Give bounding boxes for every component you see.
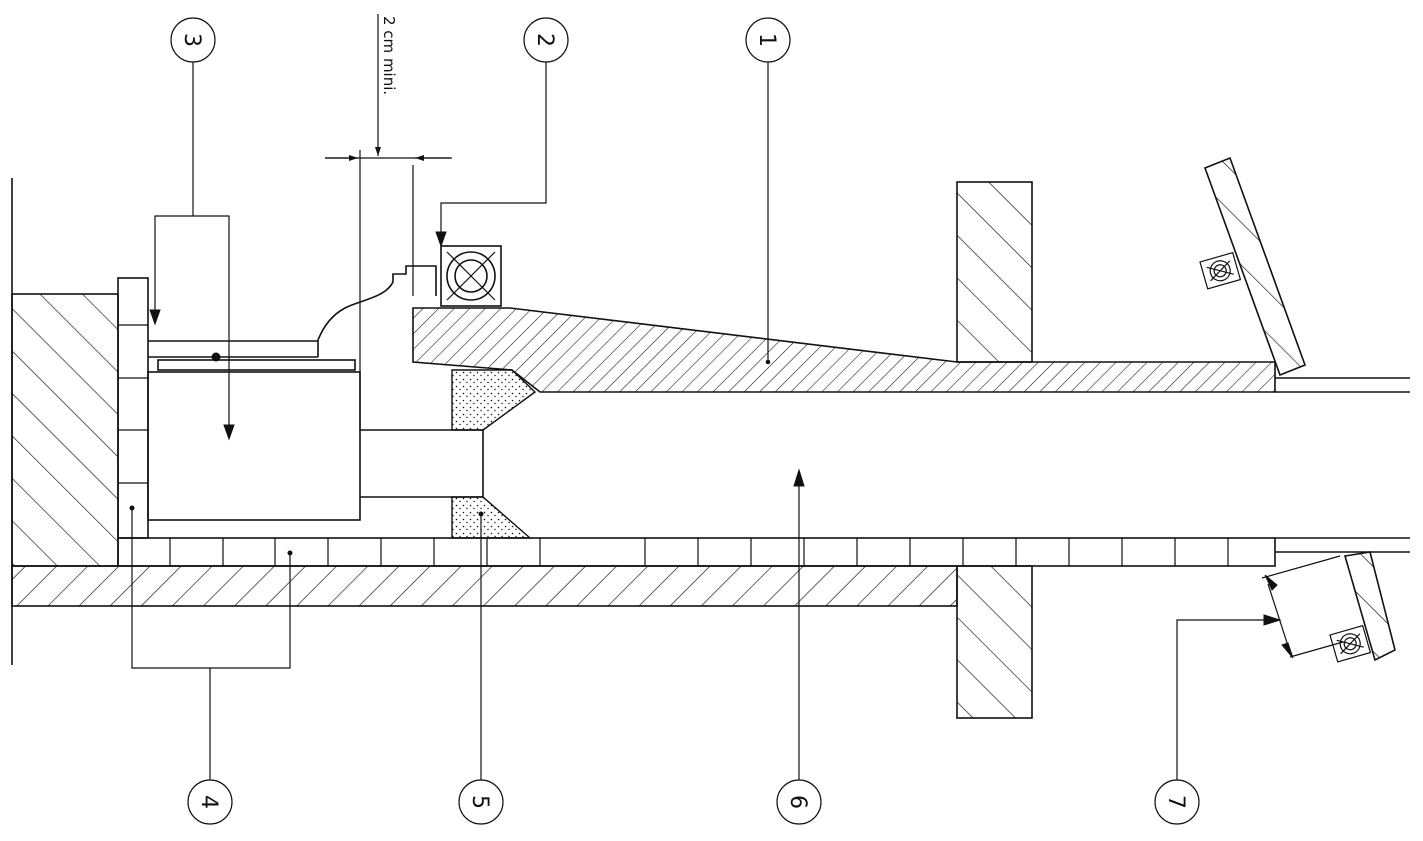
svg-text:7: 7 [1163,795,1188,809]
insulation [451,369,537,539]
callout-6: 6 [776,779,822,825]
dimension-label: 2 cm mini. [380,16,398,95]
left-brick-column [117,277,149,539]
callout-3: 3 [170,17,216,63]
firebox [147,265,484,521]
callout-2: 2 [523,17,569,63]
fan-unit [440,245,502,307]
callout-1: 1 [745,17,791,63]
svg-text:1: 1 [754,33,779,47]
svg-text:5: 5 [467,795,492,809]
svg-text:4: 4 [196,795,221,809]
callout-4: 4 [187,779,233,825]
wall-pier [956,181,1033,719]
svg-text:3: 3 [179,33,204,47]
pipe-tag-lower [1329,624,1372,663]
hood-top [412,307,1276,393]
svg-text:6: 6 [785,795,810,809]
callout-7: 7 [1154,779,1200,825]
svg-text:2: 2 [532,33,557,47]
callout-5: 5 [458,779,504,825]
flue-pipe [1203,156,1410,662]
pipe-tag-upper [1199,251,1242,290]
leader-lines [129,62,1344,780]
dimension-2cm: 2 cm mini. [325,14,452,430]
floor-slab [11,565,958,607]
